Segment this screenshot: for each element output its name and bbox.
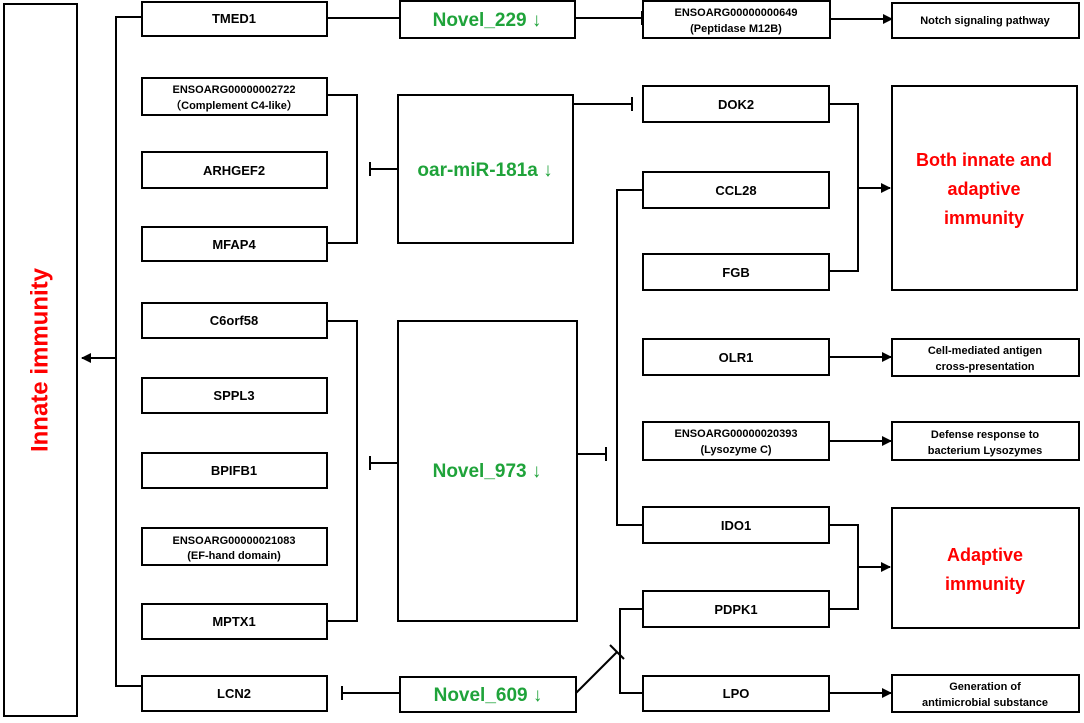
outcome-label: Notch signaling pathway <box>920 15 1050 27</box>
gene-id: ENSOARG00000002722 <box>173 84 296 96</box>
gene-label: CCL28 <box>715 183 756 198</box>
mirna-novel-609: Novel_609 ↓ <box>399 676 577 713</box>
innate-immunity-label: Innate immunity <box>27 267 54 452</box>
gene-label: C6orf58 <box>210 313 258 328</box>
novel973-right-bracket <box>616 189 643 526</box>
gene-complement-c4-like: ENSOARG00000002722 （Complement C4-like） <box>141 77 328 116</box>
novel973-target-bracket <box>327 320 358 622</box>
outcome-line: Generation of <box>949 681 1021 693</box>
both-immunity-bracket <box>829 103 859 272</box>
gene-label: DOK2 <box>718 97 754 112</box>
outcome-line: bacterium Lysozymes <box>928 445 1043 457</box>
gene-peptidase-m12b: ENSOARG00000000649 (Peptidase M12B) <box>642 0 831 39</box>
gene-mfap4: MFAP4 <box>141 226 328 262</box>
gene-label: SPPL3 <box>213 388 254 403</box>
mirna-label: oar-miR-181a ↓ <box>417 160 552 181</box>
mirna-novel-973: Novel_973 ↓ <box>397 320 578 622</box>
gene-ef-hand-domain: ENSOARG00000021083 (EF-hand domain) <box>141 527 328 566</box>
mir181a-target-bracket <box>327 94 358 244</box>
gene-label: FGB <box>722 265 749 280</box>
gene-label: OLR1 <box>719 350 754 365</box>
outcome-line: immunity <box>944 208 1024 228</box>
mirna-label: Novel_609 ↓ <box>434 685 543 706</box>
gene-label: TMED1 <box>212 11 256 26</box>
adaptive-immunity-bracket <box>829 524 859 610</box>
gene-ido1: IDO1 <box>642 506 830 544</box>
gene-description: (Lysozyme C) <box>700 444 771 456</box>
outcome-cell-mediated-antigen: Cell-mediated antigen cross-presentation <box>891 338 1080 377</box>
gene-lysozyme-c: ENSOARG00000020393 (Lysozyme C) <box>642 421 830 461</box>
outcome-adaptive-immunity: Adaptive immunity <box>891 507 1080 629</box>
gene-label: ARHGEF2 <box>203 163 265 178</box>
gene-olr1: OLR1 <box>642 338 830 376</box>
gene-sppl3: SPPL3 <box>141 377 328 414</box>
mirna-novel-229: Novel_229 ↓ <box>399 0 576 39</box>
gene-ccl28: CCL28 <box>642 171 830 209</box>
outcome-line: antimicrobial substance <box>922 697 1048 709</box>
gene-tmed1: TMED1 <box>141 1 328 37</box>
gene-dok2: DOK2 <box>642 85 830 123</box>
gene-mptx1: MPTX1 <box>141 603 328 640</box>
gene-id: ENSOARG00000000649 <box>675 7 798 19</box>
outcome-line: Defense response to <box>931 429 1039 441</box>
innate-immunity-box: Innate immunity <box>3 3 78 717</box>
outcome-line: Both innate and <box>916 150 1052 170</box>
outcome-line: immunity <box>945 574 1025 594</box>
gene-lcn2: LCN2 <box>141 675 328 712</box>
gene-pdpk1: PDPK1 <box>642 590 830 628</box>
mirna-label: Novel_973 ↓ <box>433 461 542 482</box>
mirna-oar-mir-181a: oar-miR-181a ↓ <box>397 94 574 244</box>
gene-bpifb1: BPIFB1 <box>141 452 328 489</box>
gene-id: ENSOARG00000021083 <box>173 535 296 547</box>
outcome-notch-signaling: Notch signaling pathway <box>891 2 1080 39</box>
gene-label: PDPK1 <box>714 602 757 617</box>
outcome-defense-response: Defense response to bacterium Lysozymes <box>891 421 1080 461</box>
gene-lpo: LPO <box>642 675 830 712</box>
gene-c6orf58: C6orf58 <box>141 302 328 339</box>
gene-label: MPTX1 <box>212 614 255 629</box>
gene-label: LPO <box>723 686 750 701</box>
novel609-right-bracket <box>619 608 643 694</box>
outcome-line: Cell-mediated antigen <box>928 345 1043 357</box>
gene-description: （Complement C4-like） <box>170 99 298 112</box>
outcome-line: adaptive <box>947 179 1020 199</box>
gene-arhgef2: ARHGEF2 <box>141 151 328 189</box>
outcome-line: Adaptive <box>947 545 1023 565</box>
outcome-both-innate-adaptive: Both innate and adaptive immunity <box>891 85 1078 291</box>
outcome-antimicrobial-generation: Generation of antimicrobial substance <box>891 674 1080 713</box>
mirna-label: Novel_229 ↓ <box>433 10 542 31</box>
outcome-line: cross-presentation <box>935 361 1034 373</box>
gene-label: MFAP4 <box>212 237 256 252</box>
gene-fgb: FGB <box>642 253 830 291</box>
novel609-diagonal-inhibit <box>575 651 618 694</box>
gene-id: ENSOARG00000020393 <box>675 428 798 440</box>
gene-label: IDO1 <box>721 518 751 533</box>
gene-description: (Peptidase M12B) <box>690 23 782 35</box>
edges <box>81 11 893 700</box>
gene-description: (EF-hand domain) <box>187 550 281 562</box>
innate-bus-line <box>115 16 142 687</box>
inhibit-bar <box>609 644 625 660</box>
gene-label: LCN2 <box>217 686 251 701</box>
gene-label: BPIFB1 <box>211 463 257 478</box>
